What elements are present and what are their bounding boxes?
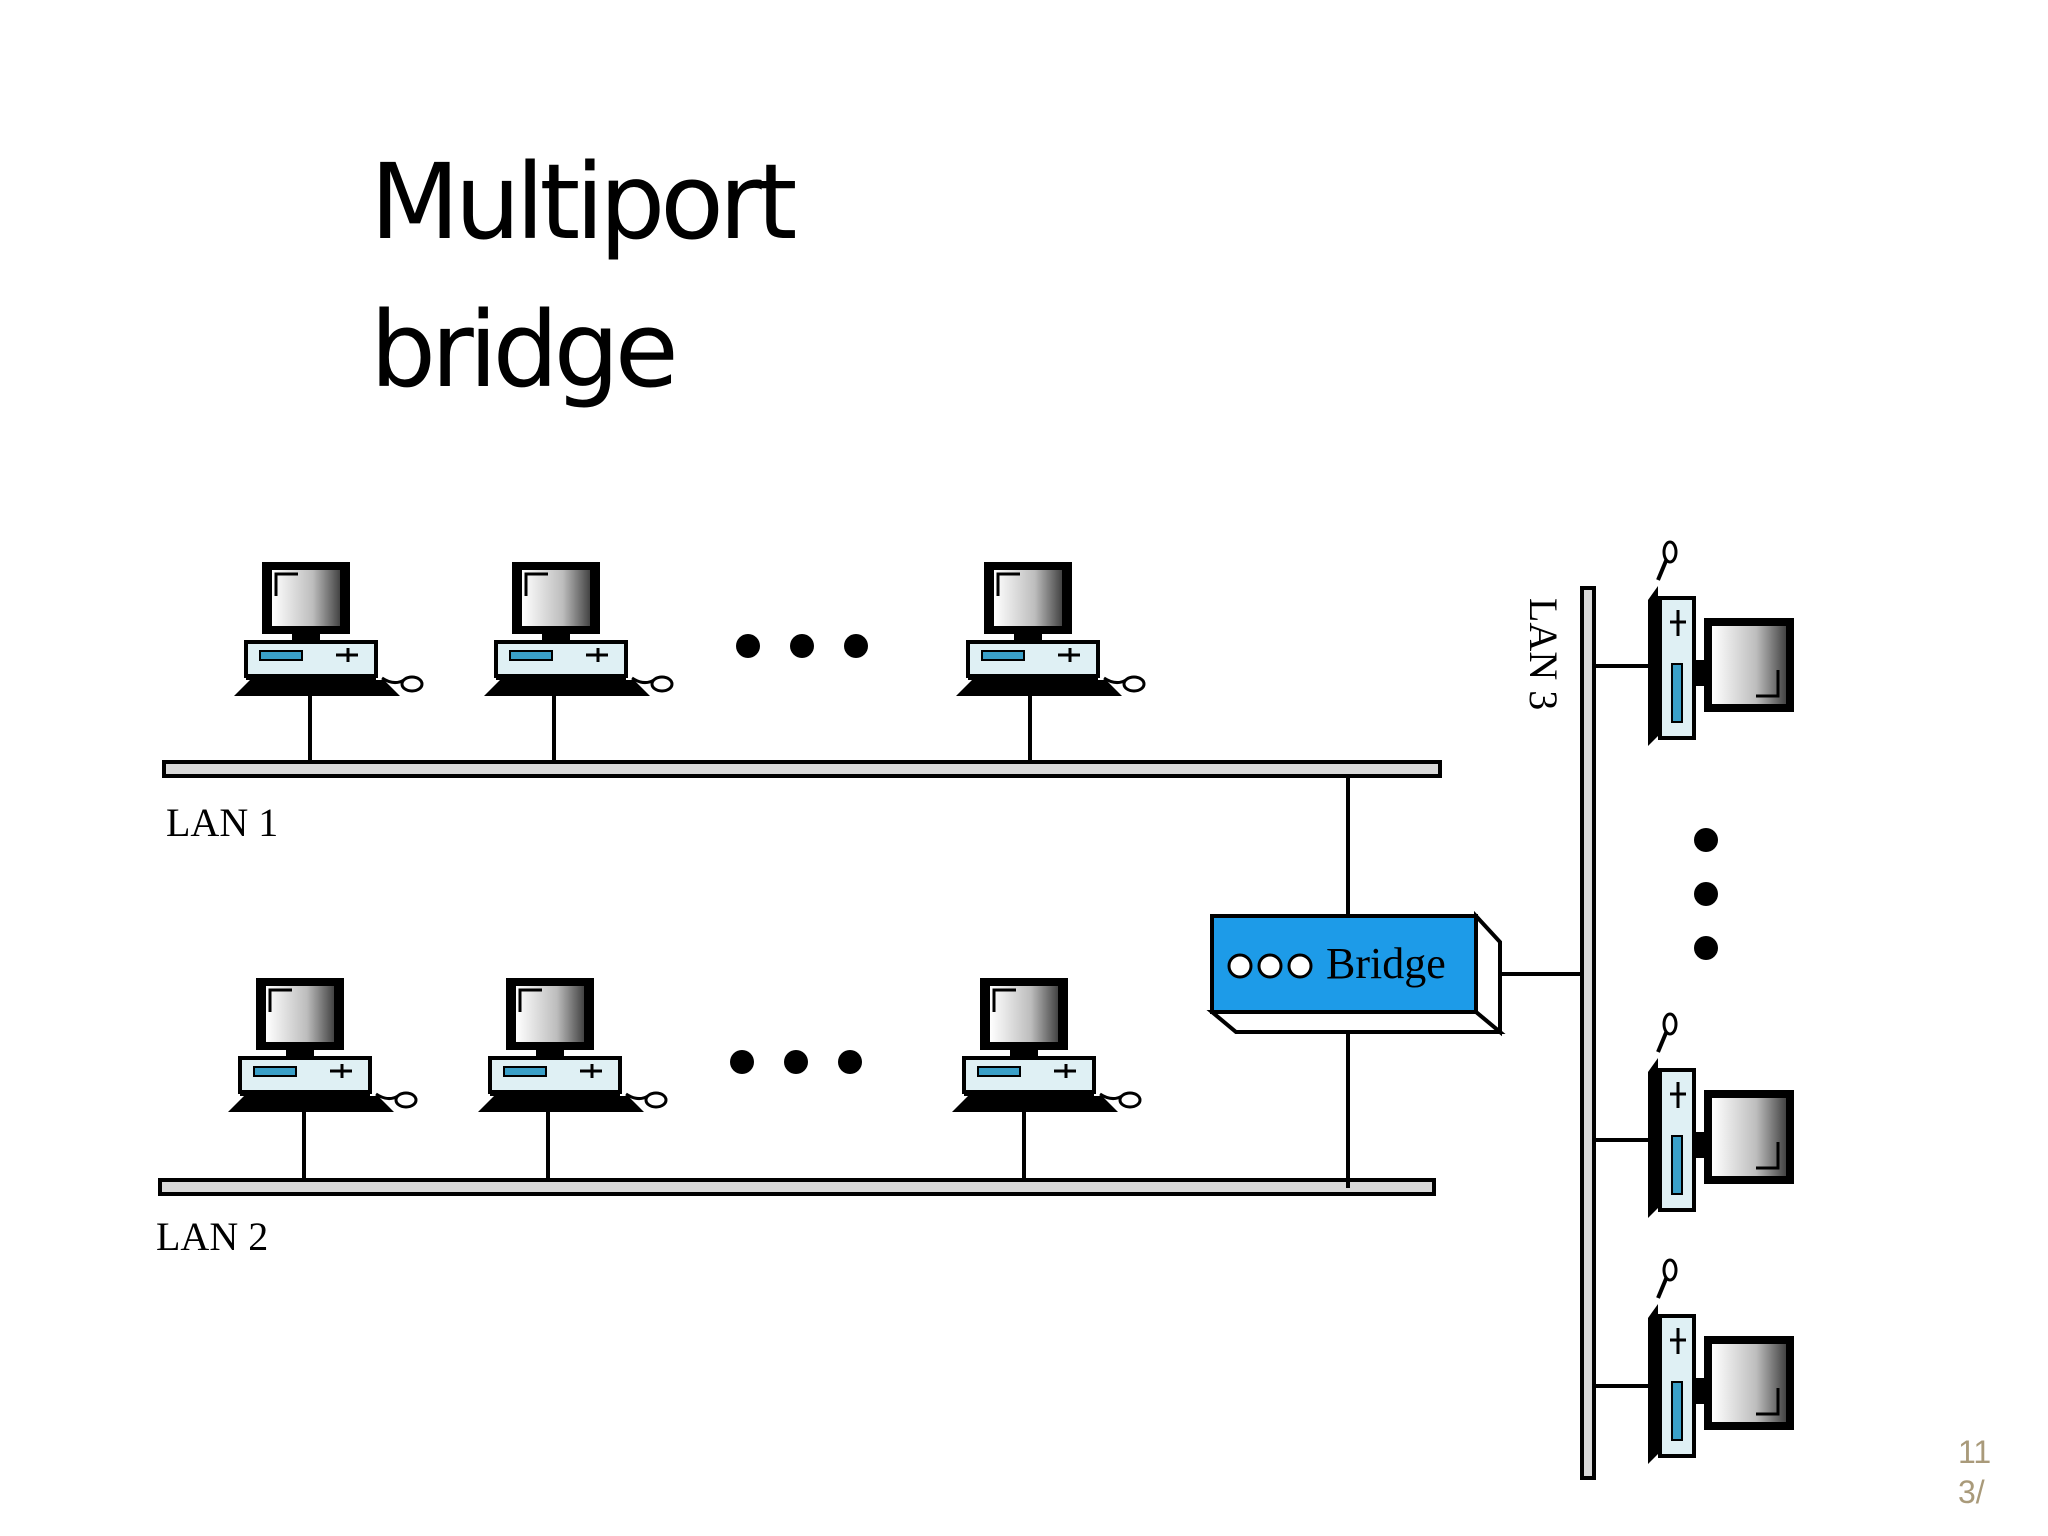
lan1-computer-2-icon (482, 560, 674, 698)
lan3-label: LAN 3 (1521, 598, 1566, 710)
lan3-computer-3-icon (1646, 1258, 1796, 1466)
lan3-ellipsis (1694, 828, 1718, 960)
lan2-label: LAN 2 (156, 1214, 268, 1259)
lan1-computer-1-icon (232, 560, 424, 698)
lan2-computer-2-icon (476, 976, 668, 1114)
title-line-1: Multiport (370, 141, 797, 263)
lan3-computer-1-icon (1646, 540, 1796, 748)
lan2-computer-3-icon (950, 976, 1142, 1114)
lan2-ellipsis (730, 1050, 862, 1074)
title-line-2: bridge (370, 289, 679, 411)
bridge-label: Bridge (1326, 939, 1446, 988)
bridge-device-icon: Bridge (1206, 910, 1506, 1037)
page-title: Multiport bridge (370, 128, 797, 424)
lan1-ellipsis (736, 634, 868, 658)
lan2-computer-1-icon (226, 976, 418, 1114)
lan1-label: LAN 1 (166, 800, 278, 845)
lan1-bus (162, 760, 1442, 778)
slide-number: 113/ (1958, 1434, 1992, 1510)
lan2-bus (158, 1178, 1436, 1196)
lan3-bus (1580, 586, 1596, 1480)
lan1-computer-3-icon (954, 560, 1146, 698)
lan3-computer-2-icon (1646, 1012, 1796, 1220)
